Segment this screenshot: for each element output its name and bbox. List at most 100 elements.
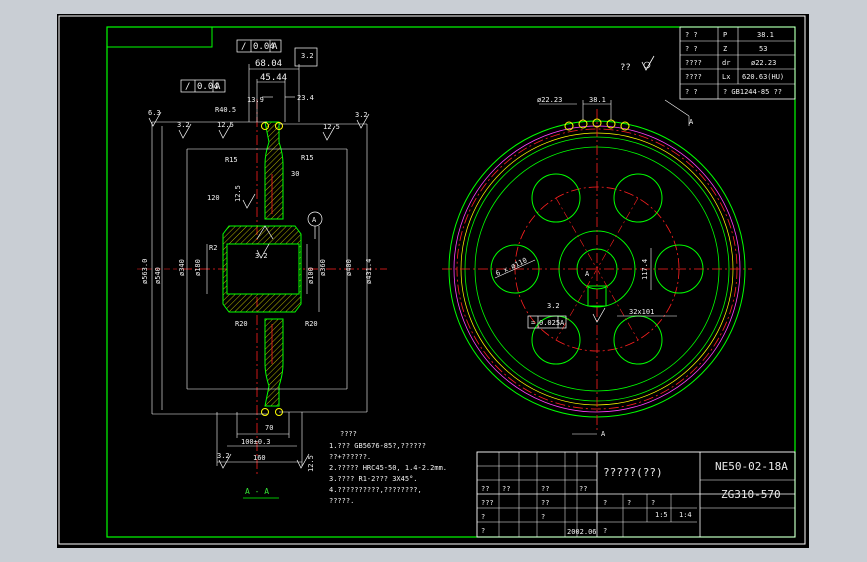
tooth-profile xyxy=(261,122,269,130)
section-label: A - A xyxy=(245,487,269,496)
upper-web-hatch xyxy=(264,121,284,220)
dim-d431: ø431.4 xyxy=(365,259,373,284)
bore xyxy=(226,243,300,295)
dim-d540: ø540 xyxy=(154,267,162,284)
lightening-hole xyxy=(613,173,663,223)
tb-label: ? xyxy=(603,499,607,507)
dim-r20b: R20 xyxy=(305,320,318,328)
tb-label: ?? xyxy=(541,485,549,493)
rough-5: 3.2 xyxy=(355,111,368,119)
datum-letter: A xyxy=(312,216,317,224)
front-dim-d22: ø22.23 xyxy=(537,96,562,104)
title-block[interactable]: ?????(??) NE50-02-18A ZG310-570 1:5 1:4 … xyxy=(476,451,796,538)
tb-label: ?? xyxy=(579,485,587,493)
sheets: 1:4 xyxy=(679,511,692,519)
tol-sym: / xyxy=(185,82,190,92)
arrow-a-top: A xyxy=(689,118,694,126)
front-rough-val: 3.2 xyxy=(547,302,560,310)
dim-d400: ø400 xyxy=(345,259,353,276)
tol-frame-top xyxy=(236,39,282,53)
front-tol-ref: A xyxy=(560,319,565,327)
rough-2: 3.2 xyxy=(177,121,190,129)
front-dim-117: 117.4 xyxy=(641,259,649,280)
lower-web-hatch xyxy=(264,318,284,407)
rough-8: 12.5 xyxy=(307,455,315,472)
dim-d340: ø340 xyxy=(178,259,186,276)
key-slot xyxy=(256,225,274,240)
param-sym: P xyxy=(723,31,727,39)
rough-6: 12.5 xyxy=(234,185,242,202)
rough-3: 12.5 xyxy=(217,121,234,129)
hole-axis-2 xyxy=(555,197,639,341)
tb-label: ?? xyxy=(541,499,549,507)
front-dim-key: 32x101 xyxy=(629,308,654,316)
tol-val: 0.04 xyxy=(253,42,275,52)
tb-label: ?? xyxy=(502,485,510,493)
tb-label: ? xyxy=(541,513,545,521)
param-name: ? ? xyxy=(685,88,698,96)
tb-label: ??? xyxy=(481,499,494,507)
dim-13: 13.9 xyxy=(247,96,264,104)
param-val: 38.1 xyxy=(757,31,774,39)
tol-ref: A xyxy=(215,82,221,92)
rough-1: 6.3 xyxy=(148,109,161,117)
cad-viewport[interactable]: / 0.04 A / 0.04 A 68.04 45.44 13.9 23.4 … xyxy=(57,14,809,548)
param-table[interactable]: ? ? P 38.1 ? ? Z 53 ???? dr ø22.23 ???? … xyxy=(679,26,796,100)
scale: 1:5 xyxy=(655,511,668,519)
front-rough xyxy=(592,307,606,323)
top-dims xyxy=(248,64,300,122)
part-name: ?????(??) xyxy=(603,466,663,479)
rough-note-symbol xyxy=(641,55,655,71)
dim-160: 160 xyxy=(253,454,266,462)
notes-line: ??+??????. xyxy=(329,453,371,461)
section-view[interactable]: / 0.04 A / 0.04 A 68.04 45.44 13.9 23.4 … xyxy=(137,39,387,499)
dim-23: 23.4 xyxy=(297,94,314,102)
tol-frame-left xyxy=(180,79,226,93)
param-name: ???? xyxy=(685,73,702,81)
front-dim-holes: 6 x ø110 xyxy=(494,256,528,278)
front-view[interactable]: ø22.23 38.1 6 x ø110 117.4 32x101 = 0.02… xyxy=(442,96,752,438)
tech-notes: ???? 1.??? GB5676-85?,?????? ??+??????. … xyxy=(329,430,447,505)
dim-100: 100±0.3 xyxy=(241,438,271,446)
drawing-number: NE50-02-18A xyxy=(715,460,788,473)
date: 2002.06 xyxy=(567,528,597,536)
param-name: ? ? xyxy=(685,31,698,39)
dim-r15b: R15 xyxy=(301,154,314,162)
front-tol-sym: = xyxy=(531,319,535,327)
bottom-dims xyxy=(216,412,303,466)
dim-r20a: R20 xyxy=(235,320,248,328)
notes-line: 2.????? HRC45-50, 1.4-2.2mm. xyxy=(329,464,447,472)
rough-box xyxy=(294,47,318,67)
dim-d360: ø360 xyxy=(319,259,327,276)
param-val: ø22.23 xyxy=(751,59,776,67)
dim-30: 30 xyxy=(291,170,299,178)
notes-line: 4.??????????,????????, xyxy=(329,486,422,494)
tb-label: ? xyxy=(481,513,485,521)
param-val: ? GB1244-85 ?? xyxy=(723,88,782,96)
param-val: 620.63(HU) xyxy=(742,73,784,81)
rough-4: 12.5 xyxy=(323,123,340,131)
inner-border xyxy=(106,26,796,538)
param-sym: dr xyxy=(722,59,730,67)
dim-d563: ø563.0 xyxy=(141,259,149,284)
notes-line: 3.???? R1-2??? 3X45°. xyxy=(329,475,418,483)
front-tol-val: 0.025 xyxy=(539,319,560,327)
rough-7: 3.2 xyxy=(217,452,230,460)
dim-d100: ø100 xyxy=(307,267,315,284)
tooth-profile xyxy=(275,122,283,130)
rough-9: 3.2 xyxy=(255,252,268,260)
diameter-dims xyxy=(151,121,368,415)
dim-70: 70 xyxy=(265,424,273,432)
center-a: A xyxy=(585,270,590,278)
outer-frame xyxy=(58,15,806,545)
param-sym: Lx xyxy=(722,73,730,81)
dim-r40: R40.5 xyxy=(215,106,236,114)
param-sym: Z xyxy=(723,45,727,53)
rough-10: 3.2 xyxy=(301,52,314,60)
param-name: ? ? xyxy=(685,45,698,53)
tooth-profile xyxy=(261,408,269,416)
tb-label: ? xyxy=(603,527,607,535)
front-dims xyxy=(494,99,690,435)
lightening-hole xyxy=(531,173,581,223)
tb-label: ?? xyxy=(481,485,489,493)
